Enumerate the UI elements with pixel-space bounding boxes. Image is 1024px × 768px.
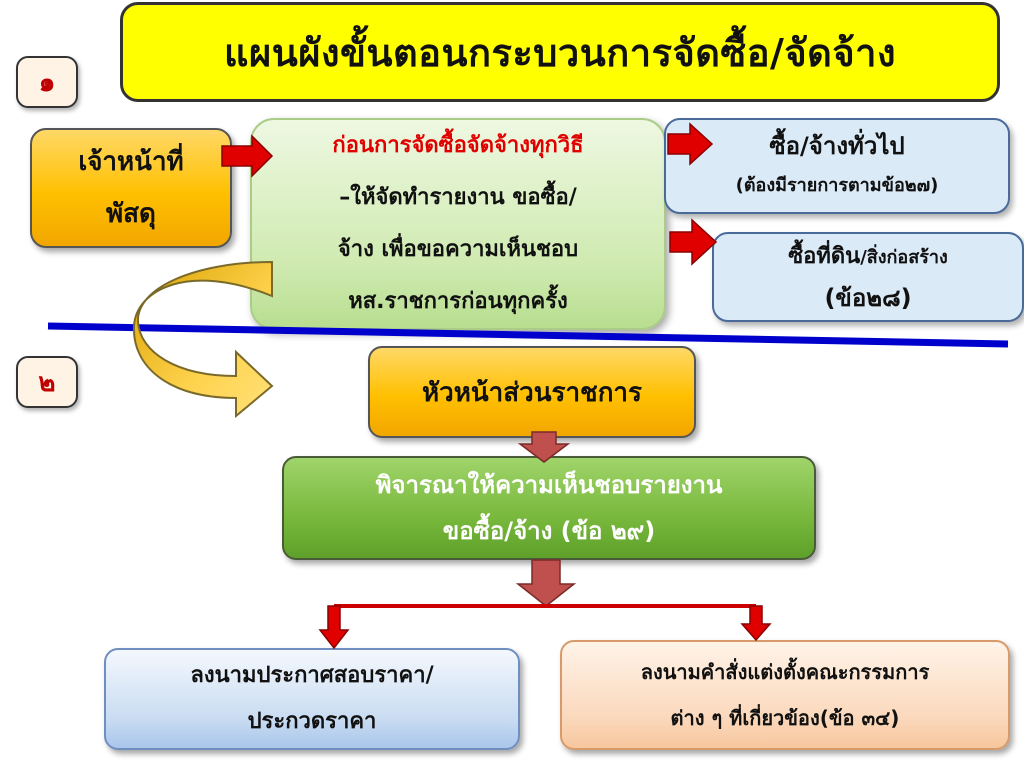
- officer-line-2: พัสดุ: [106, 199, 156, 229]
- general-purchase-line-2: (ต้องมีรายการตามข้อ๒๗): [735, 175, 939, 196]
- arrow-to-committee: [740, 605, 772, 642]
- arrow-head-to-consider: [517, 431, 571, 463]
- arrow-to-land: [669, 218, 718, 266]
- committee-order-box: ลงนามคำสั่งแต่งตั้งคณะกรรมการ ต่าง ๆ ที่…: [560, 640, 1010, 750]
- before-procurement-heading: ก่อนการจัดซื้อจัดจ้างทุกวิธี: [332, 133, 584, 158]
- land-purchase-line-1a: ซื้อที่ดิน: [788, 243, 861, 269]
- page-title: แผนผังขั้นตอนกระบวนการจัดซื้อ/จัดจ้าง: [120, 2, 1000, 102]
- curved-arrow: [132, 260, 274, 419]
- announce-line-2: ประกวดราคา: [247, 709, 377, 734]
- general-purchase-line-1: ซื้อ/จ้างทั่วไป: [769, 132, 905, 160]
- officer-box: เจ้าหน้าที่ พัสดุ: [30, 128, 232, 248]
- general-purchase-box: ซื้อ/จ้างทั่วไป (ต้องมีรายการตามข้อ๒๗): [664, 118, 1010, 214]
- announce-line-1: ลงนามประกาศสอบราคา/: [190, 663, 434, 688]
- arrow-consider-to-branch: [515, 559, 577, 607]
- arrow-officer-to-before: [221, 134, 274, 178]
- land-purchase-line-1: ซื้อที่ดิน/สิ่งก่อสร้าง: [788, 237, 948, 278]
- step-badge-1: ๑: [16, 56, 78, 108]
- officer-line-1: เจ้าหน้าที่: [78, 147, 184, 177]
- consider-line-2: ขอซื้อ/จ้าง (ข้อ ๒๙): [442, 517, 656, 545]
- consider-line-1: พิจารณาให้ความเห็นชอบรายงาน: [375, 471, 723, 499]
- before-procurement-line-2: –ให้จัดทำรายงาน ขอซื้อ/: [339, 185, 577, 210]
- land-purchase-line-1b: /สิ่งก่อสร้าง: [860, 246, 948, 268]
- arrow-to-general: [667, 122, 714, 166]
- before-procurement-line-4: หส.ราชการก่อนทุกครั้ง: [348, 289, 568, 314]
- committee-order-line-1: ลงนามคำสั่งแต่งตั้งคณะกรรมการ: [640, 660, 930, 684]
- announce-box: ลงนามประกาศสอบราคา/ ประกวดราคา: [104, 648, 520, 750]
- land-purchase-line-2: (ข้อ๒๘): [824, 283, 912, 312]
- before-procurement-box: ก่อนการจัดซื้อจัดจ้างทุกวิธี –ให้จัดทำรา…: [250, 118, 666, 330]
- agency-head-box: หัวหน้าส่วนราชการ: [368, 346, 696, 438]
- land-purchase-box: ซื้อที่ดิน/สิ่งก่อสร้าง (ข้อ๒๘): [712, 232, 1024, 322]
- consider-approval-box: พิจารณาให้ความเห็นชอบรายงาน ขอซื้อ/จ้าง …: [282, 456, 816, 560]
- before-procurement-line-3: จ้าง เพื่อขอความเห็นชอบ: [337, 237, 579, 262]
- step-badge-2: ๒: [16, 356, 78, 408]
- committee-order-line-2: ต่าง ๆ ที่เกี่ยวข้อง(ข้อ ๓๔): [670, 706, 900, 730]
- arrow-to-announce: [318, 605, 350, 650]
- divider-line: [47, 322, 1009, 348]
